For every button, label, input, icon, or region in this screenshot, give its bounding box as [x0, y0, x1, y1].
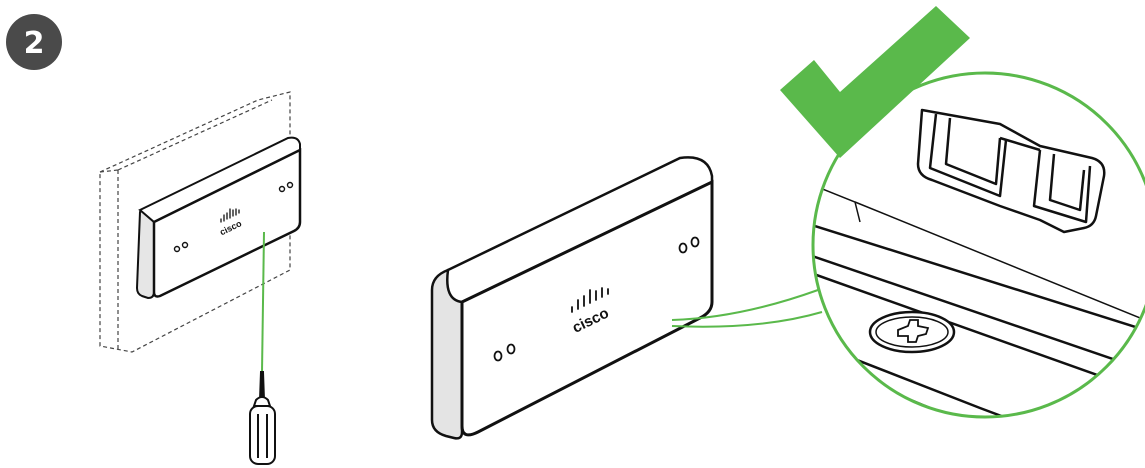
phillips-screw-icon — [870, 312, 954, 352]
device-large: cisco — [432, 157, 712, 438]
step-badge: 2 — [6, 14, 62, 70]
screw-guide-line — [262, 232, 264, 372]
step-number: 2 — [24, 26, 45, 61]
device-small: cisco — [137, 138, 300, 298]
screwdriver-icon — [250, 372, 275, 464]
